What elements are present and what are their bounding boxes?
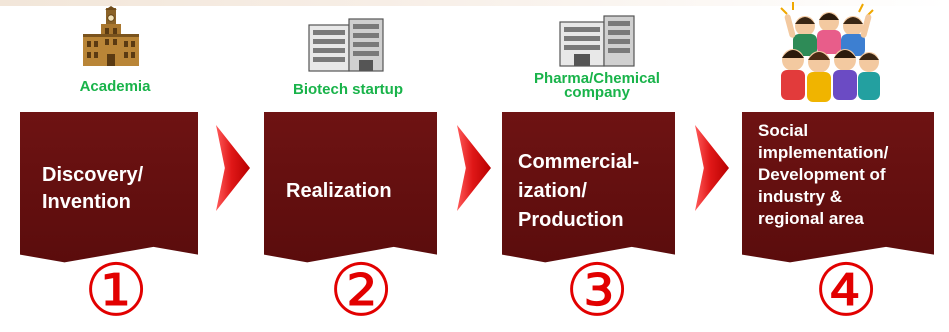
step-number-4: ④ bbox=[813, 248, 879, 332]
org-label-pharma-chemical-company: Pharma/Chemical company bbox=[534, 70, 660, 101]
step-number-1: ① bbox=[83, 248, 149, 332]
stage-text-social-implementation: Social implementation/ Development of in… bbox=[758, 121, 889, 228]
stage-box-realization: Realization bbox=[264, 112, 437, 263]
flow-arrow-2 bbox=[457, 125, 491, 211]
org-label-academia: Academia bbox=[79, 78, 151, 95]
flow-arrow-3 bbox=[695, 125, 729, 211]
cheering-people-icon bbox=[780, 2, 880, 102]
stage-box-social-implementation: Social implementation/ Development of in… bbox=[742, 112, 934, 263]
stage-box-discovery: Discovery/ Invention bbox=[20, 112, 198, 263]
flow-arrow-1 bbox=[216, 125, 250, 211]
stage-box-commercialization: Commercial- ization/ Production bbox=[502, 112, 675, 263]
step-number-2: ② bbox=[328, 248, 394, 332]
factory-building-icon bbox=[559, 15, 635, 67]
step-number-3: ③ bbox=[564, 248, 630, 332]
header-band bbox=[0, 0, 949, 6]
stage-text-commercialization: Commercial- ization/ Production bbox=[518, 151, 640, 231]
stage-text-discovery: Discovery/ Invention bbox=[42, 164, 144, 213]
stage-text-realization: Realization bbox=[286, 180, 392, 202]
org-label-biotech-startup: Biotech startup bbox=[292, 81, 403, 98]
university-building-icon bbox=[83, 6, 139, 66]
office-building-icon bbox=[308, 18, 384, 72]
